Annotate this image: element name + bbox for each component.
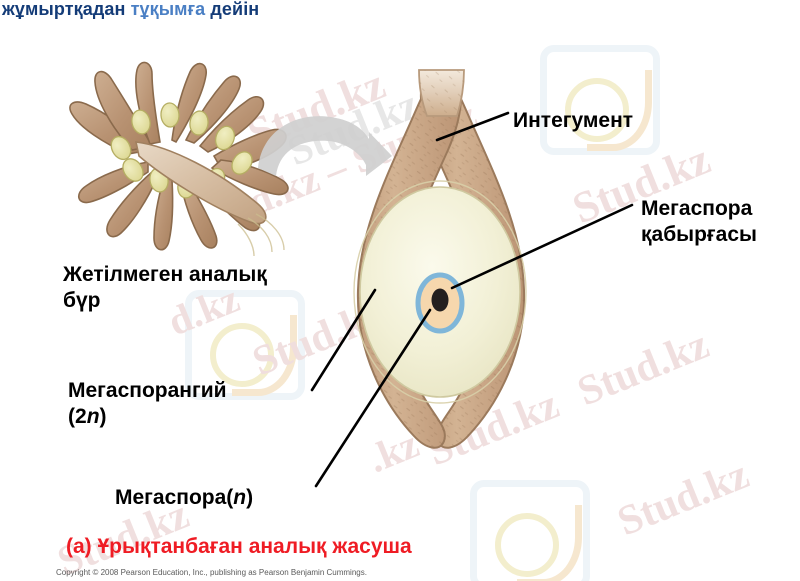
title-segment-light: тұқымға	[130, 0, 211, 19]
ovule-illustration	[353, 69, 527, 449]
label-integument: Интегумент	[513, 108, 633, 134]
label-immature-ovulate-cone: Жетілмеген аналық бүр	[63, 262, 267, 313]
title-segment-dark-2: дейін	[210, 0, 260, 19]
process-arrow-icon	[258, 116, 392, 176]
megaspore-nucleus	[431, 288, 449, 312]
megasporangium-ploidy-suffix: )	[99, 404, 107, 428]
label-megaspore-italic: n	[233, 486, 247, 509]
title-segment-dark-1: жұмыртқадан	[2, 0, 131, 19]
megasporangium-ploidy-italic: n	[86, 404, 100, 428]
label-megasporangium-line1: Мегаспорангий	[68, 379, 227, 402]
label-megasporangium: Мегаспорангий (2n)	[68, 378, 227, 429]
label-megaspore-suffix: )	[246, 486, 254, 509]
cone-axis	[134, 141, 267, 225]
immature-ovulate-cone-illustration	[69, 61, 289, 257]
megasporangium-ploidy-prefix: (2	[68, 404, 87, 428]
label-integument-text: Интегумент	[513, 109, 634, 132]
label-immature-ovulate-cone-line2: бүр	[63, 288, 101, 312]
label-megaspore: Мегаспора(n)	[115, 485, 253, 511]
label-immature-ovulate-cone-line1: Жетілмеген аналық	[63, 263, 267, 286]
label-megaspore-wall-line1: Мегаспора	[641, 197, 753, 220]
page-title: жұмыртқадан тұқымға дейін	[2, 0, 259, 20]
label-megaspore-prefix: Мегаспора(	[115, 486, 234, 509]
figure-caption: (а) Ұрықтанбаған аналық жасуша	[66, 535, 412, 558]
label-megaspore-wall-line2: қабырғасы	[641, 222, 757, 246]
copyright-notice: Copyright © 2008 Pearson Education, Inc.…	[56, 568, 367, 577]
label-megasporangium-line2: (2n)	[68, 404, 227, 430]
label-megaspore-wall: Мегаспора қабырғасы	[641, 196, 757, 247]
